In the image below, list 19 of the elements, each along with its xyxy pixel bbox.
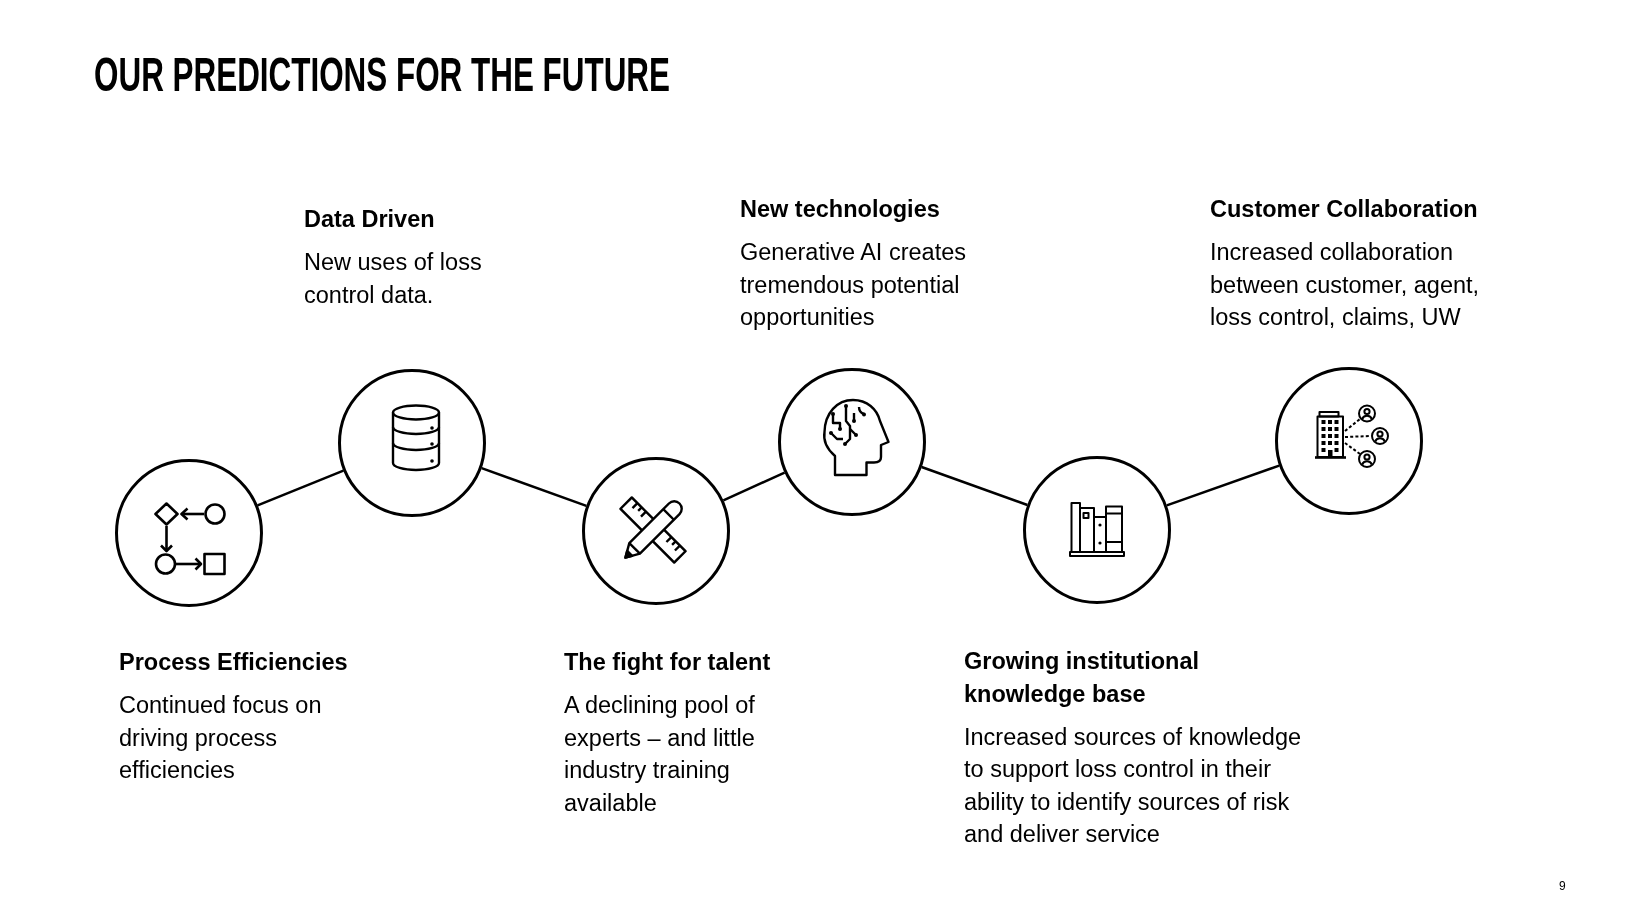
prediction-heading: Growing institutional knowledge base bbox=[964, 647, 1200, 709]
prediction-description: Increased collaboration between customer, agent, loss control, claims, UW bbox=[1210, 238, 1481, 332]
prediction-heading: Data Driven bbox=[304, 205, 436, 234]
prediction-description: A declining pool of experts – and little industry training available bbox=[564, 691, 756, 818]
connector-line bbox=[257, 469, 344, 507]
prediction-heading: New technologies bbox=[740, 195, 941, 224]
page-title: OUR PREDICTIONS FOR THE FUTURE bbox=[94, 50, 670, 100]
page-number: 9 bbox=[1559, 879, 1566, 893]
prediction-description: Continued focus on driving process efficiencies bbox=[119, 691, 323, 785]
connector-line bbox=[481, 466, 587, 508]
prediction-heading: Customer Collaboration bbox=[1210, 195, 1479, 224]
prediction-description: Increased sources of knowledge to support loss control in their ability to identify sources of risk and deliver service bbox=[964, 722, 1303, 849]
prediction-heading: The fight for talent bbox=[564, 648, 772, 677]
connector-line bbox=[1166, 464, 1280, 507]
prediction-heading: Process Efficiencies bbox=[119, 648, 349, 677]
connector-line bbox=[921, 465, 1028, 507]
prediction-description: New uses of loss control data. bbox=[304, 248, 483, 310]
prediction-description: Generative AI creates tremendous potential opportunities bbox=[740, 238, 967, 332]
connector-line bbox=[722, 471, 786, 502]
